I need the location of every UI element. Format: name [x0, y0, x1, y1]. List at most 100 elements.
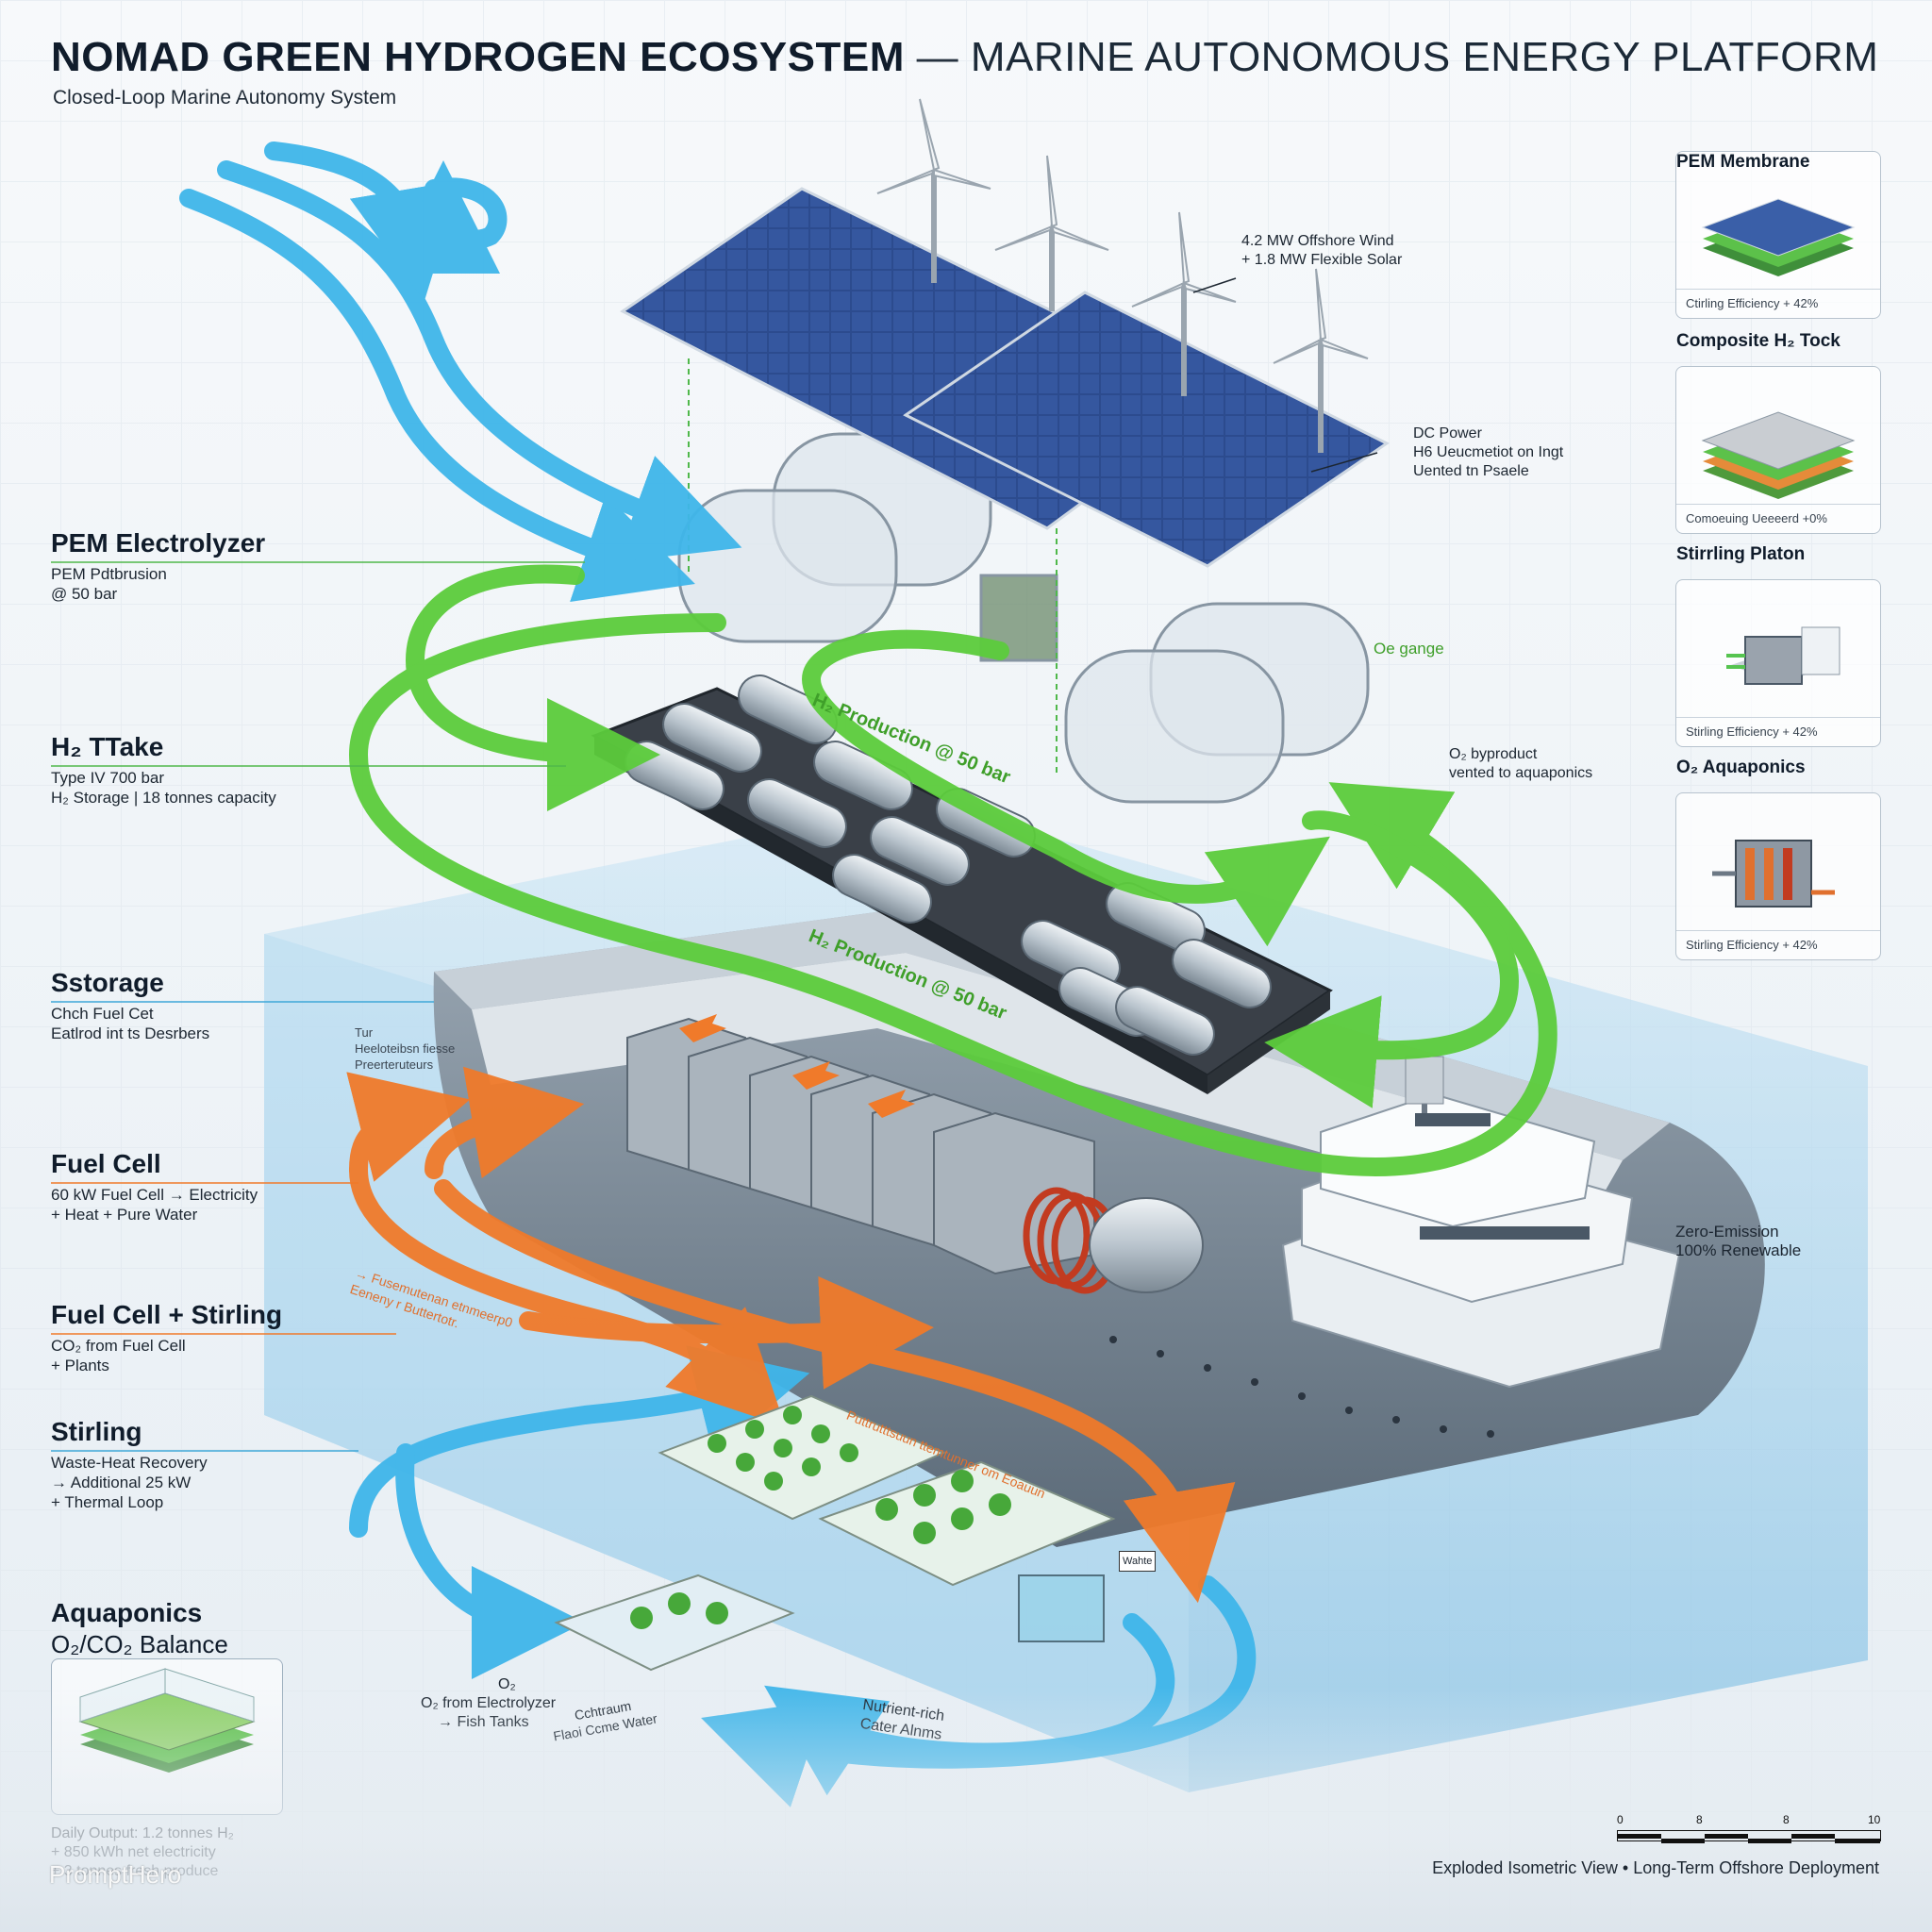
daily-output-line: Daily Output: 1.2 tonnes H₂: [51, 1825, 234, 1841]
label-line: H₂ Storage | 18 tonnes capacity: [51, 789, 276, 807]
h2-flow-arrows: [348, 564, 1557, 1176]
label-fuel-cell-stirling: Fuel Cell + Stirling CO₂ from Fuel Cell …: [51, 1300, 282, 1375]
label-pem-electrolyzer: PEM Electrolyzer PEM Pdtbrusion @ 50 bar: [51, 528, 265, 604]
annotation-line: H6 Ueucmetiot on Ingt: [1413, 444, 1564, 460]
heat-flow-arrows: [346, 1066, 1236, 1604]
membrane-layers-icon: [1701, 198, 1856, 276]
label-fuel-cell: Fuel Cell 60 kW Fuel Cell → Electricity …: [51, 1149, 258, 1224]
annotation-line: Uented tn Psaele: [1413, 463, 1529, 479]
label-aquaponics: Aquaponics O₂/CO₂ Balance: [51, 1598, 228, 1659]
card-footer: Comoeuing Ueeeerd +0%: [1686, 511, 1827, 525]
annotation-line: O₂ from Electrolyzer: [421, 1695, 557, 1711]
annotation-line: 100% Renewable: [1675, 1241, 1802, 1259]
wind-turbines: [876, 98, 1369, 453]
solar-array: [620, 187, 1390, 774]
annotation-storage-note: Tur Heeloteibsn fiesse Preerteruteurs: [355, 1024, 455, 1073]
card-divider: [1676, 504, 1880, 505]
label-desc: Chch Fuel Cet Eatlrod int ts Desrbers: [51, 1004, 209, 1043]
annotation-small-tag: Wahte: [1119, 1551, 1157, 1572]
label-line: Type IV 700 bar: [51, 769, 165, 787]
card-stirling-platon: Stirrling Platon Stirling Efficiency + 4…: [1675, 544, 1881, 747]
title-rest: MARINE AUTONOMOUS ENERGY PLATFORM: [970, 34, 1879, 80]
annotation-line: O₂ byproduct: [1449, 746, 1538, 762]
card-o2-aquaponics: O₂ Aquaponics Stirling Efficiency + 42%: [1675, 758, 1881, 960]
ship-superstructure: [1281, 1056, 1681, 1389]
card-divider: [1676, 930, 1880, 931]
label-title: Fuel Cell + Stirling: [51, 1300, 283, 1329]
stirling-engine-icon: [1726, 626, 1840, 685]
leader-lines: [51, 277, 1378, 1452]
card-title: PEM Membrane: [1676, 152, 1810, 172]
annotation-line: vented to aquaponics: [1449, 765, 1593, 781]
annotation-line: 4.2 MW Offshore Wind: [1241, 233, 1394, 249]
scale-bar: 0 8 8 10: [1617, 1813, 1881, 1843]
page-title: NOMAD GREEN HYDROGEN ECOSYSTEM — MARINE …: [51, 34, 1878, 81]
label-line: + Thermal Loop: [51, 1493, 164, 1511]
label-desc: Type IV 700 bar H₂ Storage | 18 tonnes c…: [51, 768, 276, 808]
scale-ruler: [1617, 1830, 1881, 1843]
page-subtitle: Closed-Loop Marine Autonomy System: [53, 87, 397, 108]
aquaponics-trays: [554, 1394, 1116, 1672]
annotation-zero-emission: Zero-Emission 100% Renewable: [1675, 1223, 1801, 1260]
scale-ruler-pattern: [1618, 1834, 1880, 1843]
scale-label: 8: [1696, 1813, 1703, 1826]
label-desc: Waste-Heat Recovery → Additional 25 kW +…: [51, 1453, 208, 1512]
aquaponics-thumbnail: [51, 1658, 283, 1815]
annotation-o2-byproduct: O₂ byproduct vented to aquaponics: [1449, 745, 1592, 783]
label-line: → Additional 25 kW: [51, 1474, 192, 1491]
card-composite-h2-tank: Composite H₂ Tock Comoeuing Ueeeerd +0%: [1675, 331, 1881, 534]
footer-caption: Exploded Isometric View • Long-Term Offs…: [1432, 1858, 1879, 1877]
card-divider: [1676, 717, 1880, 718]
label-line: Waste-Heat Recovery: [51, 1454, 208, 1472]
annotation-line: Heeloteibsn fiesse: [355, 1041, 456, 1056]
scale-label: 10: [1868, 1813, 1881, 1826]
annotation-line: Zero-Emission: [1675, 1223, 1779, 1241]
label-storage: Sstorage Chch Fuel Cet Eatlrod int ts De…: [51, 968, 209, 1043]
watermark: PromptHero: [49, 1860, 182, 1889]
label-stirling: Stirling Waste-Heat Recovery → Additiona…: [51, 1417, 208, 1512]
label-line: @ 50 bar: [51, 585, 118, 603]
card-divider: [1676, 289, 1880, 290]
label-aquaponics-balance: O₂/CO₂ Balance: [51, 1630, 228, 1658]
card-title: Stirrling Platon: [1676, 544, 1806, 564]
label-title: Sstorage: [51, 968, 164, 997]
label-title: Aquaponics: [51, 1598, 203, 1627]
card-footer: Stirling Efficiency + 42%: [1686, 724, 1818, 739]
card-footer: Ctirling Efficiency + 42%: [1686, 296, 1819, 310]
label-title: Fuel Cell: [51, 1149, 161, 1178]
annotation-o2-fish: O₂ O₂ from Electrolyzer → Fish Tanks: [421, 1675, 556, 1732]
annotation-line: O₂: [498, 1676, 516, 1692]
composite-layers-icon: [1701, 411, 1856, 499]
label-desc: PEM Pdtbrusion @ 50 bar: [51, 564, 265, 604]
annotation-line: Tur: [355, 1025, 374, 1040]
label-line: Chch Fuel Cet: [51, 1005, 154, 1023]
fuel-cell-modules: [626, 1014, 1204, 1294]
scale-label: 0: [1617, 1813, 1624, 1826]
daily-output-line: + 850 kWh net electricity: [51, 1844, 216, 1860]
label-desc: 60 kW Fuel Cell → Electricity + Heat + P…: [51, 1185, 258, 1224]
annotation-wind-solar: 4.2 MW Offshore Wind + 1.8 MW Flexible S…: [1241, 232, 1402, 270]
annotation-line: Preerteruteurs: [355, 1058, 434, 1072]
annotation-line: + 1.8 MW Flexible Solar: [1241, 252, 1403, 268]
label-line: 60 kW Fuel Cell → Electricity: [51, 1186, 258, 1204]
card-title: Composite H₂ Tock: [1676, 331, 1840, 351]
annotation-dc-power: DC Power H6 Ueucmetiot on Ingt Uented tn…: [1413, 425, 1563, 481]
aquaponics-module-icon: [1712, 840, 1835, 908]
label-title: Stirling: [51, 1417, 142, 1446]
electrolyzer-tanks: [677, 432, 1370, 804]
annotation-line: → Fish Tanks: [438, 1714, 529, 1730]
label-title: PEM Electrolyzer: [51, 528, 266, 558]
annotation-oe-gange: Oe gange: [1374, 640, 1444, 658]
label-line: + Heat + Pure Water: [51, 1206, 198, 1224]
label-title: H₂ TTake: [51, 732, 164, 761]
annotation-line: DC Power: [1413, 425, 1482, 441]
label-desc: CO₂ from Fuel Cell + Plants: [51, 1336, 282, 1375]
label-line: PEM Pdtbrusion: [51, 565, 167, 583]
label-line: Eatlrod int ts Desrbers: [51, 1024, 210, 1042]
card-footer: Stirling Efficiency + 42%: [1686, 938, 1818, 952]
card-pem-membrane: PEM Membrane Ctirling Efficiency + 42%: [1675, 151, 1881, 319]
title-separator: —: [904, 34, 971, 80]
label-line: CO₂ from Fuel Cell: [51, 1337, 186, 1355]
scale-label: 8: [1783, 1813, 1790, 1826]
